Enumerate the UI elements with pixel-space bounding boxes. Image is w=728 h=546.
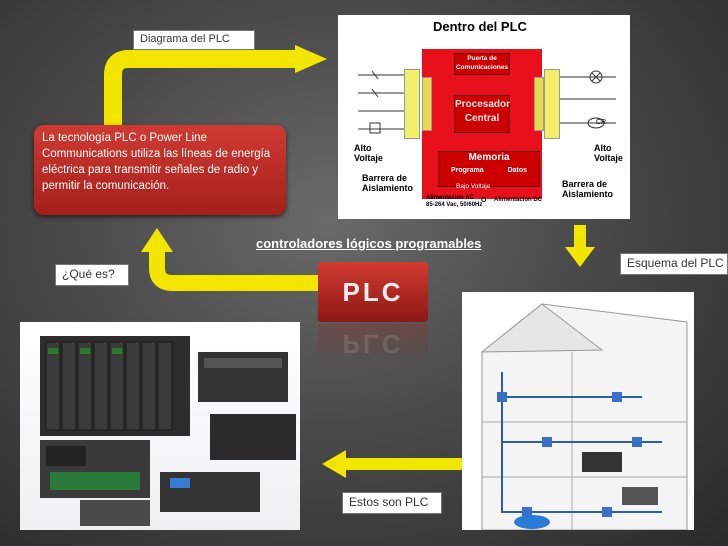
plc-description-box: La tecnología PLC o Power Line Communica… — [34, 125, 286, 215]
input-strip — [404, 69, 420, 139]
house-illustration — [480, 303, 688, 531]
left-arrow-icon — [322, 450, 462, 478]
plc-modules-illustration — [40, 336, 296, 526]
plc-diagram-title: Dentro del PLC — [433, 19, 527, 34]
curved-arrow-to-diagram — [104, 45, 327, 130]
curved-arrow-to-que — [141, 228, 320, 291]
plc-subtitle: controladores lógicos programables — [256, 236, 482, 251]
output-strip-inner — [534, 77, 544, 131]
memoria-label: Memoria — [468, 152, 510, 163]
alim-ac-line2: 85-264 Vac, 50/60Hz — [426, 202, 483, 208]
bajo-voltaje-label: Bajo Voltaje — [456, 183, 491, 190]
barrera-right-2: Aislamiento — [562, 189, 614, 199]
alim-separator: O — [481, 197, 487, 204]
barrera-right-1: Barrera de — [562, 179, 608, 189]
puerta-line2: Comunicaciones — [455, 64, 508, 71]
barrera-left-2: Aislamiento — [362, 183, 414, 193]
alto-right-2: Voltaje — [594, 153, 623, 163]
alimentacion-dc: Alimentacion DC — [494, 197, 543, 203]
alim-ac-line1: Alimentacion AC — [426, 195, 474, 201]
plc-internal-diagram: Dentro del PLC CR Puerta de Comunicacion… — [338, 15, 630, 219]
plc-badge: PLC — [318, 262, 428, 322]
input-wiring-icon — [358, 70, 404, 134]
diagram-callout: Diagrama del PLC — [133, 30, 255, 50]
alto-voltaje-right: Alto Voltaje — [594, 143, 623, 163]
alto-left-1: Alto — [354, 143, 372, 153]
puerta-line1: Puerta de — [467, 55, 497, 62]
output-strip — [544, 69, 560, 139]
plc-badge-reflection: PLC — [318, 324, 428, 364]
plc-hardware-photo — [20, 322, 300, 530]
que-callout: ¿Qué es? — [55, 264, 129, 286]
input-strip-inner — [422, 77, 432, 131]
puerta-comunicaciones: Puerta de Comunicaciones — [454, 53, 510, 75]
barrera-left: Barrera de Aislamiento — [362, 173, 413, 193]
alto-left-2: Voltaje — [354, 153, 383, 163]
estos-callout: Estos son PLC — [342, 492, 442, 514]
memoria-box: Memoria Programa Datos — [438, 151, 540, 187]
plc-house-schematic — [462, 292, 694, 531]
procesador-line1: Procesador — [455, 99, 511, 110]
barrera-right: Barrera de Aislamiento — [562, 179, 613, 199]
cr-label: CR — [596, 119, 607, 126]
esquema-callout: Esquema del PLC — [620, 253, 728, 275]
datos-label: Datos — [507, 167, 528, 174]
alimentacion-ac: Alimentacion AC 85-264 Vac, 50/60Hz — [426, 195, 482, 209]
output-wiring-icon — [560, 70, 616, 129]
alto-right-1: Alto — [594, 143, 612, 153]
programa-label: Programa — [450, 167, 484, 174]
procesador-central: Procesador Central — [454, 95, 510, 133]
barrera-left-1: Barrera de — [362, 173, 408, 183]
procesador-line2: Central — [464, 113, 500, 124]
down-arrow-icon — [565, 225, 595, 267]
alto-voltaje-left: Alto Voltaje — [354, 143, 383, 163]
